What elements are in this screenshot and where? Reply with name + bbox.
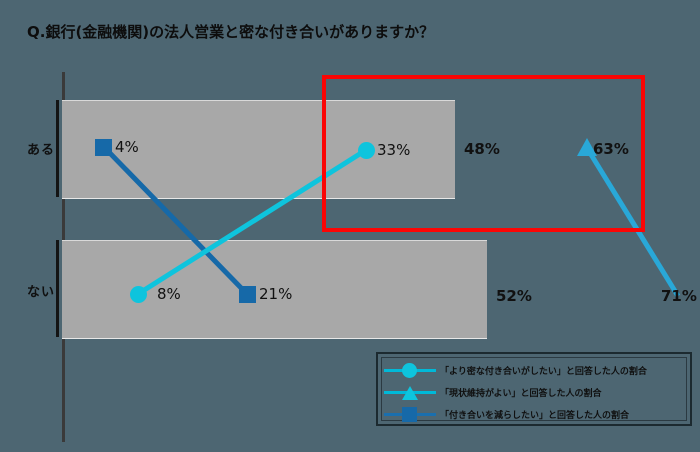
marker-circle-aru	[358, 142, 375, 159]
label-triangle-nai: 71%	[661, 287, 697, 305]
label-square-aru: 4%	[115, 138, 139, 156]
legend-label-0: 「より密な付き合いがしたい」と回答した人の割合	[440, 366, 647, 377]
legend-marker-circle-icon	[384, 361, 436, 379]
legend: 「より密な付き合いがしたい」と回答した人の割合 「現状維持がよい」と回答した人の…	[376, 352, 692, 426]
axis-tick-nai	[56, 240, 59, 337]
category-label-aru: ある	[26, 143, 55, 158]
label-square-nai: 21%	[259, 285, 293, 303]
legend-marker-square-icon	[384, 405, 436, 423]
marker-square-nai	[239, 286, 256, 303]
label-triangle-aru: 63%	[593, 140, 629, 158]
marker-triangle-aru	[577, 138, 597, 156]
legend-border-inner	[381, 357, 687, 421]
label-circle-nai: 8%	[157, 285, 181, 303]
legend-marker-triangle-icon	[384, 383, 436, 401]
legend-item-2[interactable]: 「付き合いを減らしたい」と回答した人の割合	[384, 404, 629, 424]
label-bar-aru: 48%	[464, 140, 500, 158]
chart-title: Q.銀行(金融機関)の法人営業と密な付き合いがありますか？	[27, 23, 435, 41]
legend-item-0[interactable]: 「より密な付き合いがしたい」と回答した人の割合	[384, 360, 647, 380]
legend-item-1[interactable]: 「現状維持がよい」と回答した人の割合	[384, 382, 602, 402]
highlight-rectangle-annotation	[322, 75, 645, 232]
legend-label-2: 「付き合いを減らしたい」と回答した人の割合	[440, 410, 630, 421]
label-bar-nai: 52%	[496, 287, 532, 305]
category-label-nai: ない	[26, 285, 55, 300]
axis-tick-aru	[56, 100, 59, 197]
marker-circle-nai	[130, 286, 147, 303]
marker-square-aru	[95, 139, 112, 156]
legend-label-1: 「現状維持がよい」と回答した人の割合	[440, 388, 602, 399]
label-circle-aru: 33%	[377, 141, 411, 159]
